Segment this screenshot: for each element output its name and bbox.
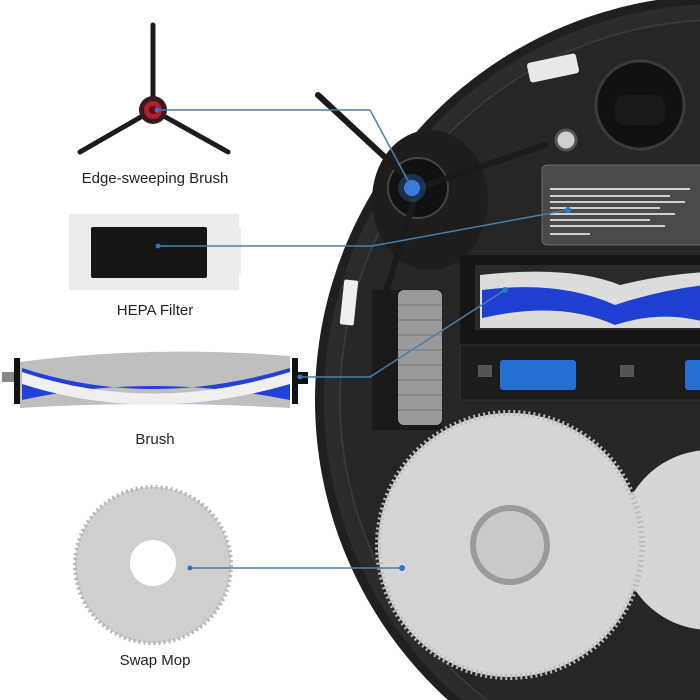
- label-edge-sweeping-brush: Edge-sweeping Brush: [81, 170, 229, 187]
- label-brush: Brush: [135, 431, 175, 448]
- callout-dots: [154, 107, 571, 571]
- callout-lines: [157, 109, 569, 569]
- edge-sweeping-brush-image: [77, 22, 231, 155]
- hepa-filter-image: [69, 214, 241, 290]
- swap-mop-image: [73, 485, 233, 645]
- label-swap-mop: Swap Mop: [119, 652, 191, 669]
- label-hepa-filter: HEPA Filter: [116, 302, 194, 319]
- main-brush-image: [2, 351, 308, 408]
- robot-mops: [375, 410, 700, 680]
